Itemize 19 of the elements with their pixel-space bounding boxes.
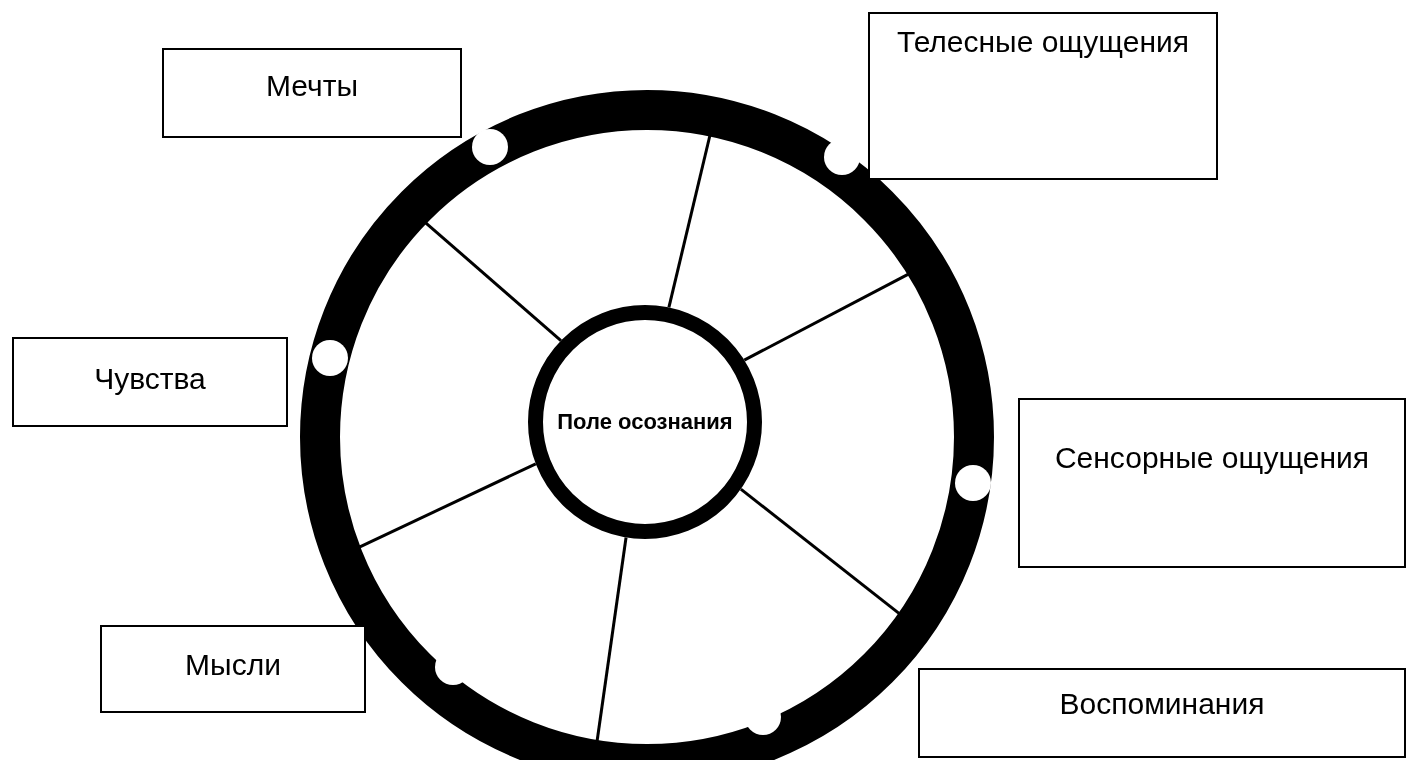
label-box: [100, 625, 366, 713]
spoke-line: [424, 221, 562, 342]
label-box: [868, 12, 1218, 180]
spoke-line: [595, 537, 628, 742]
box-label: Телесные ощущения: [897, 24, 1189, 60]
center-label: Поле осознания: [556, 408, 734, 436]
spoke-line: [739, 487, 901, 615]
box-label: Мечты: [266, 68, 358, 104]
spoke-line: [358, 462, 537, 549]
label-box: [1018, 398, 1406, 568]
label-box: [162, 48, 462, 138]
box-label: Сенсорные ощущения: [1054, 440, 1370, 476]
spoke-line: [667, 135, 712, 308]
box-label: Мысли: [185, 647, 281, 683]
box-label: Чувства: [94, 361, 206, 397]
box-label: Воспоминания: [1059, 686, 1265, 722]
label-box: [918, 668, 1406, 758]
label-box: [12, 337, 288, 427]
spoke-line: [743, 272, 910, 362]
